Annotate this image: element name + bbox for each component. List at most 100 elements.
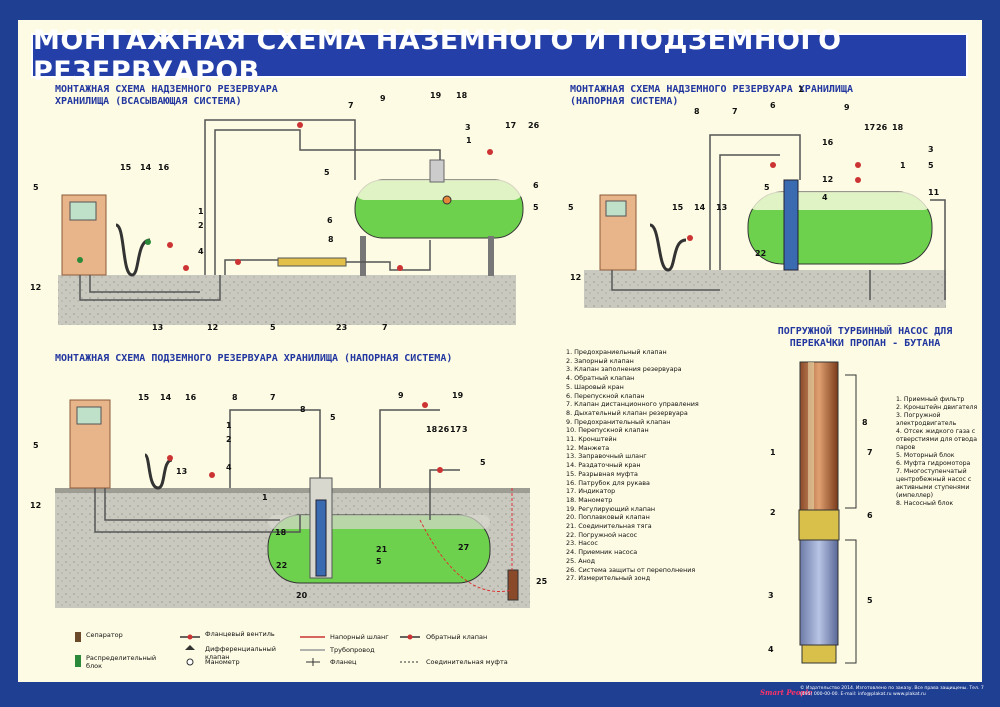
svg-text:7: 7	[867, 448, 873, 457]
legend-item: 17. Индикатор	[566, 487, 616, 496]
dispenser-icon	[75, 655, 81, 667]
svg-text:22: 22	[755, 249, 766, 258]
legend-item: 5. Шаровый кран	[566, 382, 624, 391]
scheme-above-suction: 15 14 16 5 12 1 2 4 13 12 5 23 7 8 6 7 5…	[30, 91, 540, 332]
pump-block	[799, 361, 839, 511]
svg-text:11: 11	[928, 188, 940, 197]
svg-text:22: 22	[276, 561, 287, 570]
pump-23	[277, 257, 347, 267]
svg-text:12: 12	[30, 283, 41, 292]
svg-text:6: 6	[867, 511, 873, 520]
svg-text:16: 16	[158, 163, 170, 172]
svg-text:18: 18	[892, 123, 904, 132]
legend-item: 15. Разрывная муфта	[566, 469, 638, 478]
symbol-diff-valve-label: Дифференциальный клапан	[205, 645, 277, 661]
svg-text:8: 8	[328, 235, 334, 244]
svg-text:5: 5	[764, 183, 770, 192]
legend-item: 16. Патрубок для рукава	[566, 478, 650, 487]
manometer-icon	[186, 658, 194, 666]
svg-text:1: 1	[798, 85, 804, 94]
svg-text:5: 5	[33, 183, 39, 192]
legend-item: 23. Насос	[566, 539, 598, 548]
svg-text:2: 2	[198, 221, 204, 230]
svg-text:17: 17	[864, 123, 875, 132]
svg-text:5: 5	[928, 161, 934, 170]
pump-legend-item: 6. Муфта гидромотора	[896, 460, 971, 467]
legend-item: 4. Обратный клапан	[566, 374, 635, 383]
svg-text:2: 2	[770, 508, 776, 517]
svg-text:5: 5	[33, 441, 39, 450]
svg-text:14: 14	[160, 393, 172, 402]
svg-text:17: 17	[505, 121, 516, 130]
svg-text:6: 6	[327, 216, 333, 225]
symbol-coupling-label: Соединительная муфта	[426, 658, 508, 666]
svg-text:1: 1	[262, 493, 268, 502]
svg-text:8: 8	[694, 107, 700, 116]
svg-text:9: 9	[398, 391, 404, 400]
svg-text:18: 18	[426, 425, 438, 434]
submersible-pump	[315, 499, 327, 577]
svg-text:5: 5	[533, 203, 539, 212]
legend-item: 14. Раздаточный кран	[566, 461, 641, 470]
symbol-pressure-hose-label: Напорный шланг	[330, 633, 389, 641]
legend-item: 27. Измерительный зонд	[566, 574, 651, 583]
svg-text:5: 5	[376, 557, 382, 566]
svg-text:21: 21	[376, 545, 388, 554]
motor-block	[799, 539, 839, 646]
legend-item: 9. Предохранительный клапан	[566, 417, 671, 426]
svg-text:1: 1	[466, 136, 472, 145]
svg-text:18: 18	[275, 528, 287, 537]
svg-text:1: 1	[198, 207, 204, 216]
scheme-above-pressure: 5 12 15 14 13 8 7 6 1 22 5 4 12 16 9 17 …	[568, 85, 946, 308]
fill-hose	[115, 223, 151, 277]
svg-text:4: 4	[198, 247, 204, 256]
svg-text:8: 8	[300, 405, 306, 414]
legend-item: 8. Дыхательный клапан резервуара	[566, 408, 688, 417]
svg-text:1: 1	[770, 448, 776, 457]
svg-text:20: 20	[296, 591, 308, 600]
svg-text:13: 13	[716, 203, 727, 212]
svg-text:19: 19	[430, 91, 442, 100]
svg-text:12: 12	[822, 175, 833, 184]
pump-illustration: 8 7 6 5 1 2 3 4	[768, 361, 873, 664]
svg-text:1: 1	[226, 421, 232, 430]
svg-text:4: 4	[226, 463, 232, 472]
svg-text:23: 23	[336, 323, 347, 332]
svg-text:2: 2	[226, 435, 232, 444]
svg-text:5: 5	[324, 168, 330, 177]
svg-text:3: 3	[768, 591, 774, 600]
svg-text:15: 15	[120, 163, 132, 172]
symbol-back-valve-label: Обратный клапан	[426, 633, 488, 641]
svg-text:25: 25	[536, 577, 548, 586]
legend-item: 13. Заправочный шланг	[566, 452, 647, 461]
legend-item: 19. Регулирующий клапан	[566, 504, 656, 513]
legend-item: 24. Приемник насоса	[566, 548, 638, 557]
svg-text:6: 6	[533, 181, 539, 190]
pump-legend-item: 4. Отсек жидкого газа с отверстиями для …	[896, 428, 977, 451]
svg-text:3: 3	[462, 425, 468, 434]
diff-valve-icon	[185, 645, 195, 650]
svg-text:18: 18	[456, 91, 468, 100]
svg-text:6: 6	[770, 101, 776, 110]
separator-icon	[75, 632, 81, 642]
svg-text:12: 12	[30, 501, 41, 510]
svg-text:7: 7	[732, 107, 738, 116]
legend-item: 22. Погружной насос	[566, 530, 638, 539]
svg-text:12: 12	[570, 273, 581, 282]
submersible-pump	[783, 179, 799, 271]
scheme-underground: 5 12 15 14 16 13 1 2 4 8 7 8 5 1 18 22 2…	[30, 391, 548, 608]
legend-item: 10. Перепускной клапан	[566, 426, 649, 435]
pump-legend-item: 5. Моторный блок	[896, 452, 955, 459]
svg-text:9: 9	[380, 94, 386, 103]
anode	[507, 569, 519, 601]
symbol-pipeline-label: Трубопровод	[330, 646, 375, 654]
symbol-separator-label: Сепаратор	[86, 631, 123, 639]
svg-text:16: 16	[822, 138, 834, 147]
footer-credits: © Издательство 2014. Изготовлено по зака…	[800, 686, 984, 697]
svg-text:13: 13	[176, 467, 187, 476]
legend-item: 6. Перепускной клапан	[566, 391, 645, 400]
legend-item: 18. Манометр	[566, 495, 613, 504]
